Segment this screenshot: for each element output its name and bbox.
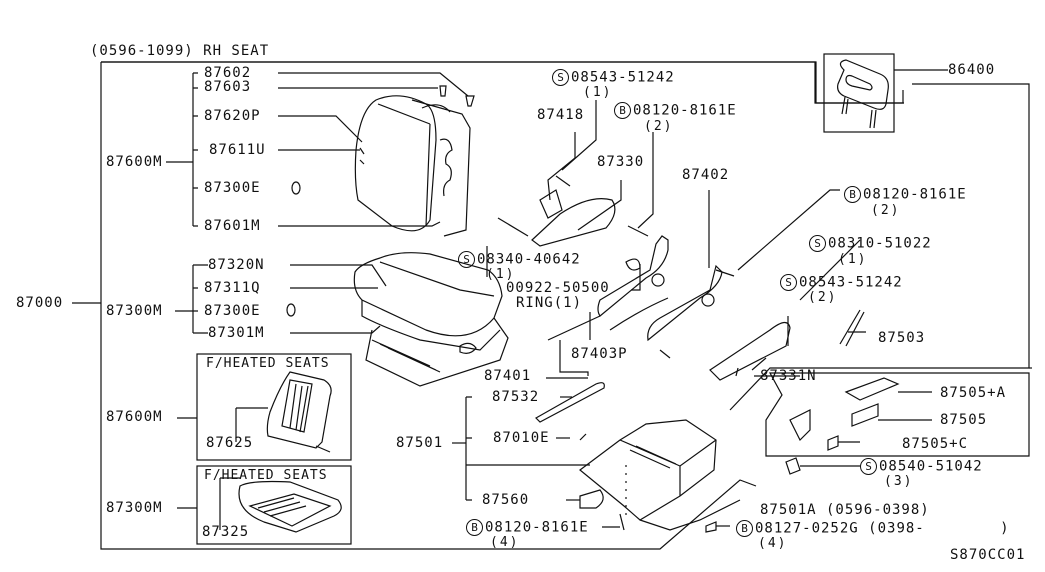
diagram-title: (0596-1099) RH SEAT <box>90 43 270 59</box>
recliner-drawing <box>497 175 840 359</box>
part-87602[interactable]: 87602 <box>204 65 252 81</box>
part-87505-a[interactable]: 87505+A <box>940 385 1007 401</box>
qty-2: (2) <box>644 119 674 134</box>
part-87603[interactable]: 87603 <box>204 79 252 95</box>
part-87503[interactable]: 87503 <box>878 330 926 346</box>
heated-cushion-drawing <box>238 480 342 533</box>
part-87501a[interactable]: 87501A (0596-0398) <box>760 502 930 518</box>
headrest-drawing <box>837 59 889 129</box>
main-frame <box>100 62 757 550</box>
part-87501[interactable]: 87501 <box>396 435 444 451</box>
part-87000[interactable]: 87000 <box>16 295 64 311</box>
part-87600m[interactable]: 87600M <box>106 154 163 170</box>
part-87330[interactable]: 87330 <box>597 154 645 170</box>
qty-4: (2) <box>871 203 901 218</box>
figure-code: S870CC01 <box>950 547 1026 563</box>
part-87331n[interactable]: 87331N <box>760 368 817 384</box>
part-87600m-heated[interactable]: 87600M <box>106 409 163 425</box>
heated-cushion-caption: F/HEATED SEATS <box>204 468 328 483</box>
part-00922-50500[interactable]: 00922-50500 <box>506 280 610 296</box>
bolt-b-icon: B <box>736 520 753 537</box>
part-87625[interactable]: 87625 <box>206 435 254 451</box>
headrest-box <box>823 53 895 133</box>
bolt-b-icon: B <box>614 102 631 119</box>
bolt-b-icon: B <box>844 186 861 203</box>
part-87418[interactable]: 87418 <box>537 107 585 123</box>
qty-7: (3) <box>884 474 914 489</box>
part-87325[interactable]: 87325 <box>202 524 250 540</box>
part-87300e-back[interactable]: 87300E <box>204 180 261 196</box>
screw-s-icon: S <box>860 458 877 475</box>
screw-s-icon: S <box>809 235 826 252</box>
part-87320n[interactable]: 87320N <box>208 257 265 273</box>
heated-cushion-box <box>196 465 352 545</box>
part-87620p[interactable]: 87620P <box>204 108 261 124</box>
slide-box-frame <box>765 372 1030 457</box>
part-87301m[interactable]: 87301M <box>208 325 265 341</box>
part-87311q[interactable]: 87311Q <box>204 280 261 296</box>
part-87401[interactable]: 87401 <box>484 368 532 384</box>
adjuster-drawing <box>535 382 741 531</box>
part-87560[interactable]: 87560 <box>482 492 530 508</box>
qty-1: (1) <box>583 85 613 100</box>
part-87532[interactable]: 87532 <box>492 389 540 405</box>
qty-3: (1) <box>486 267 516 282</box>
heated-back-caption: F/HEATED SEATS <box>206 356 330 371</box>
qty-6: (2) <box>808 290 838 305</box>
part-87300e-cushion[interactable]: 87300E <box>204 303 261 319</box>
part-87403p[interactable]: 87403P <box>571 346 628 362</box>
part-87611u[interactable]: 87611U <box>209 142 266 158</box>
seatback-drawing <box>291 85 475 237</box>
part-87505-c[interactable]: 87505+C <box>902 436 969 452</box>
screw-s-icon: S <box>780 274 797 291</box>
cushion-drawing <box>353 252 509 387</box>
part-87505[interactable]: 87505 <box>940 412 988 428</box>
bolt-b-icon: B <box>466 519 483 536</box>
qty-9: (4) <box>758 536 788 551</box>
part-87402[interactable]: 87402 <box>682 167 730 183</box>
right-parts-drawing <box>709 239 866 381</box>
heated-back-box <box>196 353 352 461</box>
heated-back-drawing <box>266 371 332 453</box>
qty-8: (4) <box>490 535 520 550</box>
part-86400[interactable]: 86400 <box>948 62 996 78</box>
ring-label: RING(1) <box>516 295 583 311</box>
screw-s-icon: S <box>552 69 569 86</box>
part-87300m-heated[interactable]: 87300M <box>106 500 163 516</box>
slide-box-drawing <box>785 377 932 475</box>
screw-s-icon: S <box>458 251 475 268</box>
part-87010e[interactable]: 87010E <box>493 430 550 446</box>
part-87300m[interactable]: 87300M <box>106 303 163 319</box>
part-87601m[interactable]: 87601M <box>204 218 261 234</box>
qty-5: (1) <box>838 252 868 267</box>
